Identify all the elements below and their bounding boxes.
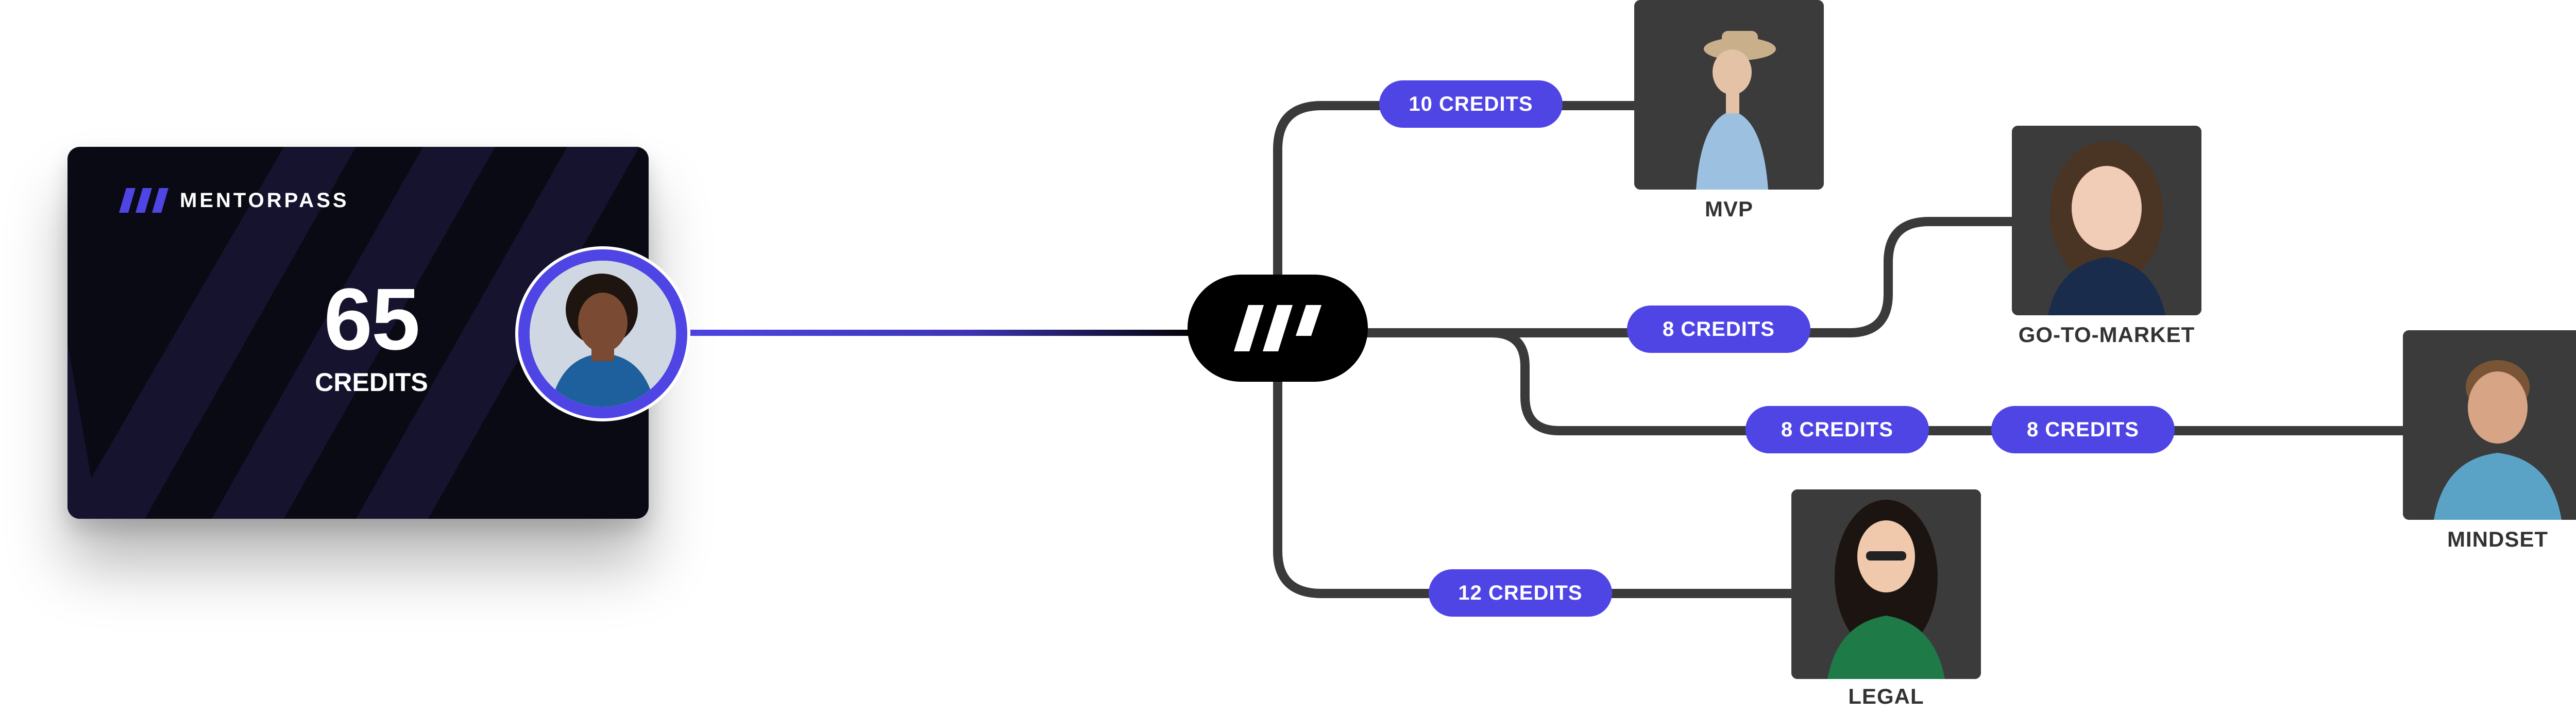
credit-pill-mindset-first: 8 CREDITS bbox=[1745, 406, 1929, 453]
branch-mindset-line bbox=[1491, 328, 2406, 435]
branch-mvp-line bbox=[1273, 101, 1636, 330]
mentor-go-to-market-portrait-icon bbox=[2012, 126, 2201, 315]
branch-go-to-market-line bbox=[1365, 217, 2014, 337]
mentor-label-mvp: MVP bbox=[1704, 197, 1753, 221]
mentor-card-legal bbox=[1791, 489, 1981, 679]
credit-pill-go-to-market: 8 CREDITS bbox=[1627, 305, 1810, 353]
credit-pill-legal: 12 CREDITS bbox=[1429, 569, 1612, 617]
credit-pill-mindset-second: 8 CREDITS bbox=[1991, 406, 2175, 453]
credit-wallet-card: MENTORPASS 65 CREDITS bbox=[67, 147, 649, 519]
user-to-hub-line bbox=[685, 330, 1200, 336]
brand-name: MENTORPASS bbox=[180, 189, 349, 212]
credit-amount: 65 bbox=[324, 270, 420, 368]
mentor-legal-portrait-icon bbox=[1791, 489, 1981, 679]
mentor-label-go-to-market: GO-TO-MARKET bbox=[2018, 322, 2195, 347]
mentor-label-legal: LEGAL bbox=[1848, 684, 1924, 708]
mentor-mindset-portrait-icon bbox=[2403, 330, 2576, 520]
mentor-card-mindset bbox=[2403, 330, 2576, 520]
card-stripes-decoration bbox=[67, 147, 639, 519]
mentor-card-mvp bbox=[1634, 0, 1824, 190]
credit-unit: CREDITS bbox=[315, 368, 428, 397]
mentor-mvp-portrait-icon bbox=[1634, 0, 1824, 190]
credit-balance: 65 CREDITS bbox=[274, 276, 469, 397]
mentorpass-logo-icon bbox=[119, 188, 168, 213]
mentor-card-go-to-market bbox=[2012, 126, 2201, 315]
mentorpass-hub-logo-icon bbox=[1234, 305, 1321, 351]
mentorpass-hub bbox=[1188, 275, 1368, 382]
credit-pill-mvp: 10 CREDITS bbox=[1379, 80, 1563, 128]
brand: MENTORPASS bbox=[119, 188, 349, 213]
user-portrait-icon bbox=[530, 261, 676, 407]
user-avatar bbox=[518, 249, 687, 418]
branch-legal-line bbox=[1273, 330, 1793, 598]
mentor-label-mindset: MINDSET bbox=[2447, 527, 2548, 551]
